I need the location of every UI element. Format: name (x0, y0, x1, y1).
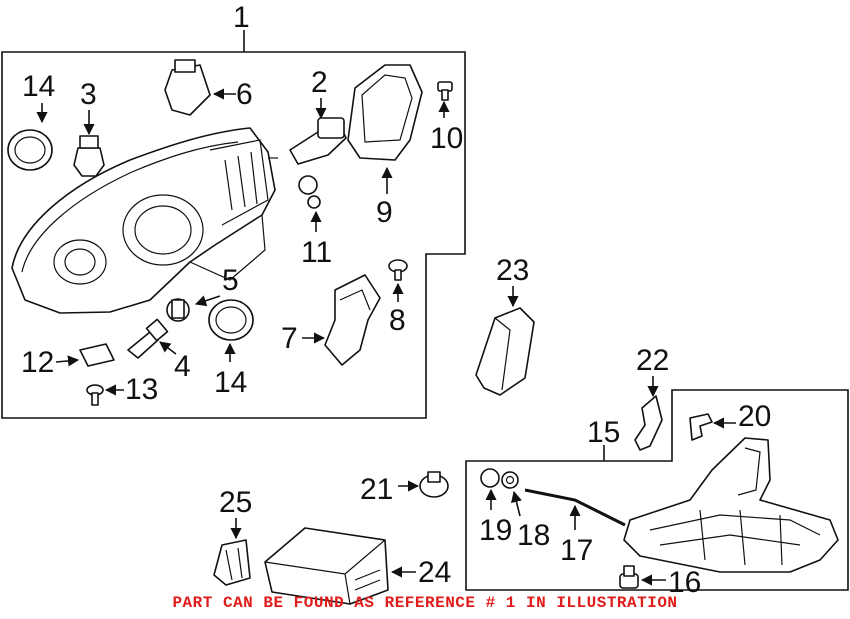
grommet-14-lower (208, 299, 254, 341)
callout-18-leader (511, 490, 522, 517)
callout-11: 11 (301, 236, 332, 269)
callout-5: 5 (222, 264, 239, 297)
assembly-15-frame (465, 389, 849, 591)
bulb-4 (127, 318, 169, 359)
callout-10: 10 (430, 122, 463, 155)
callout-12-leader (55, 355, 80, 367)
bulb-5 (166, 298, 190, 322)
callout-19: 19 (479, 514, 512, 547)
rod-17 (524, 488, 626, 527)
grommet-16 (619, 565, 639, 589)
callout-22: 22 (636, 344, 669, 377)
callout-13: 13 (125, 373, 158, 406)
actuator-6 (164, 59, 211, 116)
connector-25 (213, 539, 251, 586)
callout-7: 7 (281, 322, 298, 355)
cover-9 (347, 64, 423, 161)
bracket-22 (634, 395, 663, 451)
callout-25: 25 (219, 486, 252, 519)
clip-20 (689, 413, 713, 441)
callout-14-lower: 14 (214, 366, 247, 399)
screw-13 (86, 384, 104, 406)
callout-2: 2 (311, 66, 328, 99)
callout-1: 1 (233, 1, 250, 34)
callout-12: 12 (21, 346, 54, 379)
callout-17: 17 (560, 534, 593, 567)
callout-15: 15 (587, 416, 620, 449)
reference-note: PART CAN BE FOUND AS REFERENCE # 1 IN IL… (172, 594, 678, 612)
callout-5-leader (194, 295, 221, 307)
callout-18: 18 (517, 519, 550, 552)
clip-11 (298, 175, 321, 209)
washer-18 (501, 471, 519, 489)
callout-4-leader (159, 341, 177, 355)
callout-14-upper: 14 (22, 70, 55, 103)
callout-6: 6 (236, 78, 253, 111)
callout-8: 8 (389, 304, 406, 337)
bulb-3 (73, 135, 105, 177)
control-module-24 (264, 527, 389, 605)
callout-24: 24 (418, 556, 451, 589)
callout-9: 9 (376, 196, 393, 229)
callout-20: 20 (738, 400, 771, 433)
bracket-7 (324, 274, 381, 366)
module-23 (475, 307, 535, 396)
headlamp-housing (11, 127, 278, 314)
callout-4: 4 (174, 350, 191, 383)
screw-8 (388, 259, 408, 281)
callout-16: 16 (668, 566, 701, 599)
screw-10 (437, 81, 453, 101)
callout-21: 21 (360, 473, 393, 506)
callout-3: 3 (80, 78, 97, 111)
callout-23: 23 (496, 254, 529, 287)
tray-15 (623, 437, 839, 573)
assembly-1-frame (1, 51, 466, 419)
nut-19 (480, 468, 500, 488)
grommet-14-upper (7, 129, 53, 171)
pad-12 (79, 343, 115, 367)
bulb-2 (289, 117, 347, 165)
plug-21 (419, 471, 449, 498)
